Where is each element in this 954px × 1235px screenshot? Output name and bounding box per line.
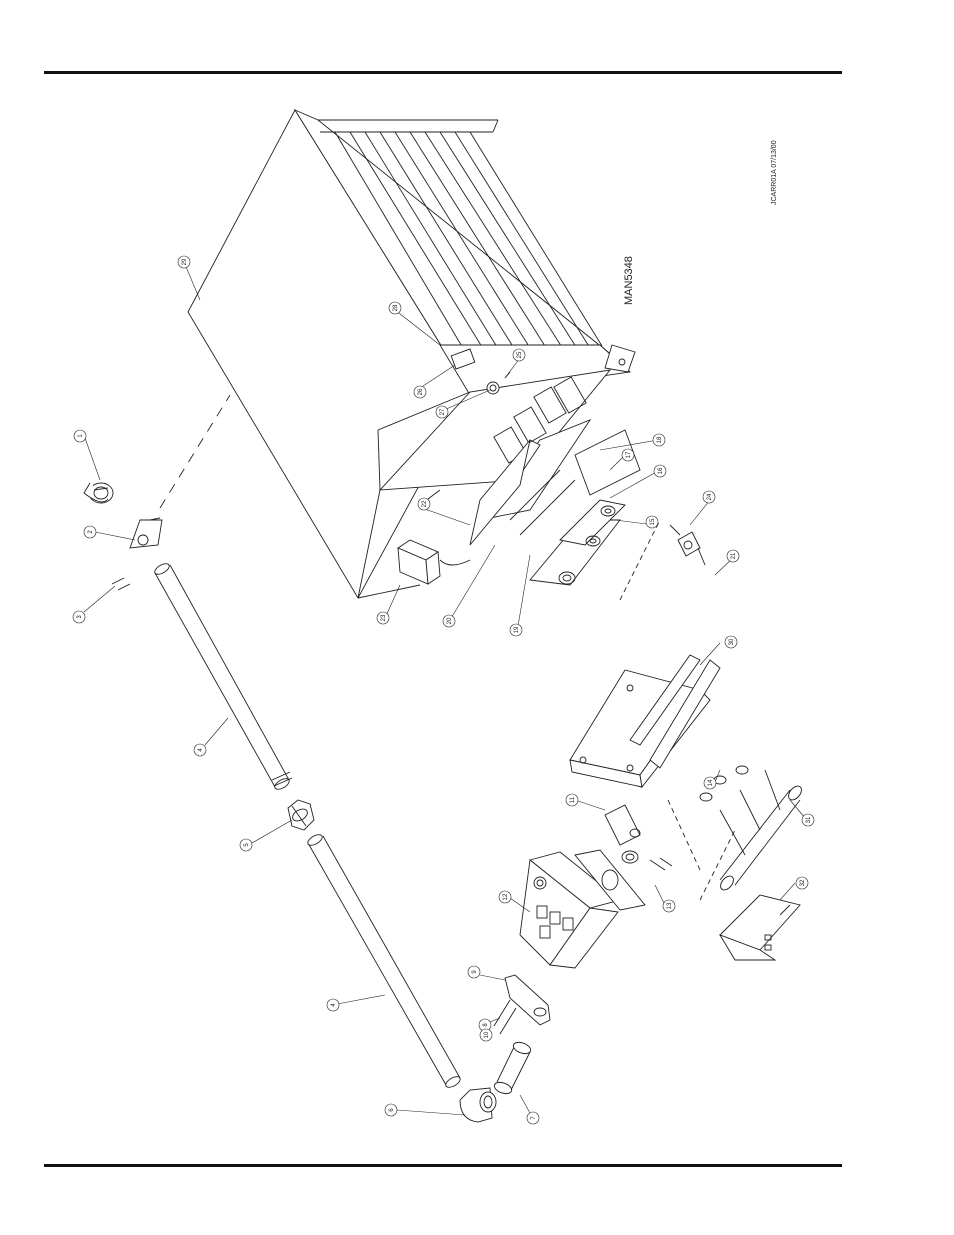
callout-32: 32	[795, 876, 809, 890]
part-23-box	[397, 539, 471, 585]
fittings-upper	[450, 348, 511, 395]
file-reference: JCARR01A 07/13/00	[771, 140, 778, 205]
callout-29-text: 29	[182, 258, 188, 265]
callout-12: 12	[498, 890, 512, 904]
callout-7-text: 7	[531, 1116, 537, 1120]
bottom-rule	[44, 1164, 842, 1167]
mount-bracket	[493, 974, 551, 1035]
callout-4b: 4	[326, 998, 340, 1012]
pipe-union	[287, 799, 315, 831]
fitting-bushing	[604, 804, 673, 871]
callout-4a-text: 4	[198, 748, 204, 752]
callout-18-text: 18	[657, 436, 663, 443]
callout-26-text: 26	[418, 388, 424, 395]
callout-28-text: 28	[393, 304, 399, 311]
callout-2-text: 2	[88, 530, 94, 534]
callout-22: 22	[417, 497, 431, 511]
vent-cap	[83, 482, 114, 504]
callout-26: 26	[413, 385, 427, 399]
gas-pipe-lower	[307, 834, 461, 1088]
callout-30: 30	[724, 635, 738, 649]
callout-16-text: 16	[658, 467, 664, 474]
pipe-nipple	[493, 1041, 532, 1095]
callout-28: 28	[388, 301, 402, 315]
callout-19: 19	[509, 623, 523, 637]
callout-17-text: 17	[626, 451, 632, 458]
callout-20-text: 20	[447, 617, 453, 624]
callout-8-text: 8	[483, 1023, 489, 1027]
callout-1-text: 1	[78, 434, 84, 438]
callout-3-text: 3	[77, 615, 83, 619]
callout-24: 24	[702, 490, 716, 504]
callout-31: 31	[801, 813, 815, 827]
callout-11-text: 11	[570, 796, 576, 803]
callout-2: 2	[83, 525, 97, 539]
callout-5: 5	[239, 838, 253, 852]
gas-manifold	[699, 765, 802, 891]
callout-25-text: 25	[517, 351, 523, 358]
gas-pipe-upper	[154, 563, 293, 790]
drawing-number: MAN5348	[623, 256, 635, 305]
callout-22-text: 22	[422, 500, 428, 507]
callout-6-text: 6	[389, 1108, 395, 1112]
flue-collar	[129, 517, 163, 549]
callout-12-text: 12	[503, 893, 509, 900]
callout-13-text: 13	[667, 902, 673, 909]
callout-10: 10	[479, 1028, 493, 1042]
callout-5-text: 5	[244, 843, 250, 847]
callout-19-text: 19	[514, 626, 520, 633]
callout-27-text: 27	[440, 408, 446, 415]
control-plate	[569, 654, 721, 789]
callout-13: 13	[662, 899, 676, 913]
callout-16: 16	[653, 464, 667, 478]
callout-24-text: 24	[707, 493, 713, 500]
callout-27: 27	[435, 405, 449, 419]
callout-4a: 4	[193, 743, 207, 757]
callout-17: 17	[621, 448, 635, 462]
part-24-assembly	[669, 524, 706, 566]
gas-valve	[519, 849, 646, 969]
callout-9-text: 9	[472, 970, 478, 974]
callout-15: 15	[645, 515, 659, 529]
callout-6: 6	[384, 1103, 398, 1117]
callout-14: 14	[703, 776, 717, 790]
callout-21: 21	[726, 549, 740, 563]
callout-15-text: 15	[650, 518, 656, 525]
callout-3: 3	[72, 610, 86, 624]
callout-10-text: 10	[484, 1031, 490, 1038]
callout-4b-text: 4	[331, 1003, 337, 1007]
callout-23: 23	[376, 611, 390, 625]
ignition-module	[718, 894, 801, 961]
callout-14-text: 14	[708, 779, 714, 786]
callout-layer: 1 2 3 4 5 4 6 7 8 9 10 11 12 13 14 15 16…	[72, 255, 815, 1125]
callout-31-text: 31	[806, 816, 812, 823]
callout-20: 20	[442, 614, 456, 628]
callout-11: 11	[565, 793, 579, 807]
callout-29: 29	[177, 255, 191, 269]
heat-exchanger-housing	[187, 109, 636, 599]
callout-1: 1	[73, 429, 87, 443]
pipe-elbow	[459, 1087, 497, 1123]
callout-30-text: 30	[729, 638, 735, 645]
callout-21-text: 21	[731, 552, 737, 559]
callout-23-text: 23	[381, 614, 387, 621]
callout-25: 25	[512, 348, 526, 362]
callout-9: 9	[467, 965, 481, 979]
callout-32-text: 32	[800, 879, 806, 886]
callout-7: 7	[526, 1111, 540, 1125]
part-22-bracket	[469, 439, 531, 546]
top-rule	[44, 71, 842, 74]
callout-18: 18	[652, 433, 666, 447]
